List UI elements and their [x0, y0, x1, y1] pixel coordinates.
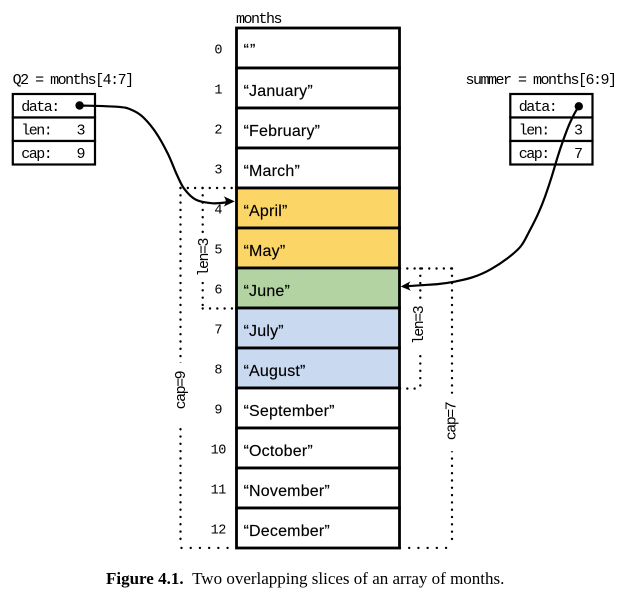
svg-text:“August”: “August” [244, 363, 306, 380]
svg-text:2: 2 [214, 123, 222, 138]
svg-text:9: 9 [214, 403, 222, 418]
svg-text:12: 12 [211, 523, 227, 538]
svg-text:“January”: “January” [244, 83, 313, 100]
svg-text:cap:: cap: [21, 146, 51, 163]
svg-text:data:: data: [21, 99, 59, 116]
svg-text:“May”: “May” [244, 243, 286, 260]
svg-text:cap=9: cap=9 [173, 371, 190, 409]
svg-text:“June”: “June” [244, 283, 291, 300]
svg-text:summer = months[6:9]: summer = months[6:9] [466, 72, 616, 89]
svg-text:6: 6 [214, 283, 222, 298]
svg-text:data:: data: [519, 99, 557, 116]
svg-text:“September”: “September” [244, 403, 335, 420]
svg-text:Q2 = months[4:7]: Q2 = months[4:7] [13, 72, 133, 89]
svg-text:len=3: len=3 [411, 305, 428, 344]
svg-text:“November”: “November” [244, 483, 330, 500]
svg-text:“”: “” [244, 42, 257, 59]
svg-text:months: months [236, 11, 282, 28]
svg-text:9: 9 [76, 146, 84, 163]
svg-text:3: 3 [214, 163, 222, 178]
svg-text:len:: len: [519, 122, 549, 139]
svg-text:10: 10 [211, 443, 227, 458]
svg-text:cap:: cap: [519, 146, 549, 163]
svg-text:5: 5 [214, 243, 222, 258]
svg-text:cap=7: cap=7 [444, 402, 461, 440]
svg-text:“July”: “July” [244, 323, 284, 340]
svg-text:3: 3 [574, 122, 583, 139]
svg-text:len=3: len=3 [196, 237, 213, 276]
svg-text:7: 7 [214, 323, 222, 338]
svg-text:“March”: “March” [244, 163, 301, 180]
svg-text:4: 4 [214, 203, 222, 218]
svg-text:3: 3 [76, 122, 85, 139]
svg-text:0: 0 [214, 43, 222, 58]
svg-text:“February”: “February” [244, 123, 321, 140]
svg-text:8: 8 [214, 363, 222, 378]
svg-text:1: 1 [214, 83, 222, 98]
svg-text:“October”: “October” [244, 443, 313, 460]
svg-text:7: 7 [574, 146, 582, 163]
svg-text:“December”: “December” [244, 523, 330, 540]
svg-text:len:: len: [21, 122, 51, 139]
svg-text:11: 11 [211, 483, 227, 498]
svg-text:“April”: “April” [244, 203, 288, 220]
